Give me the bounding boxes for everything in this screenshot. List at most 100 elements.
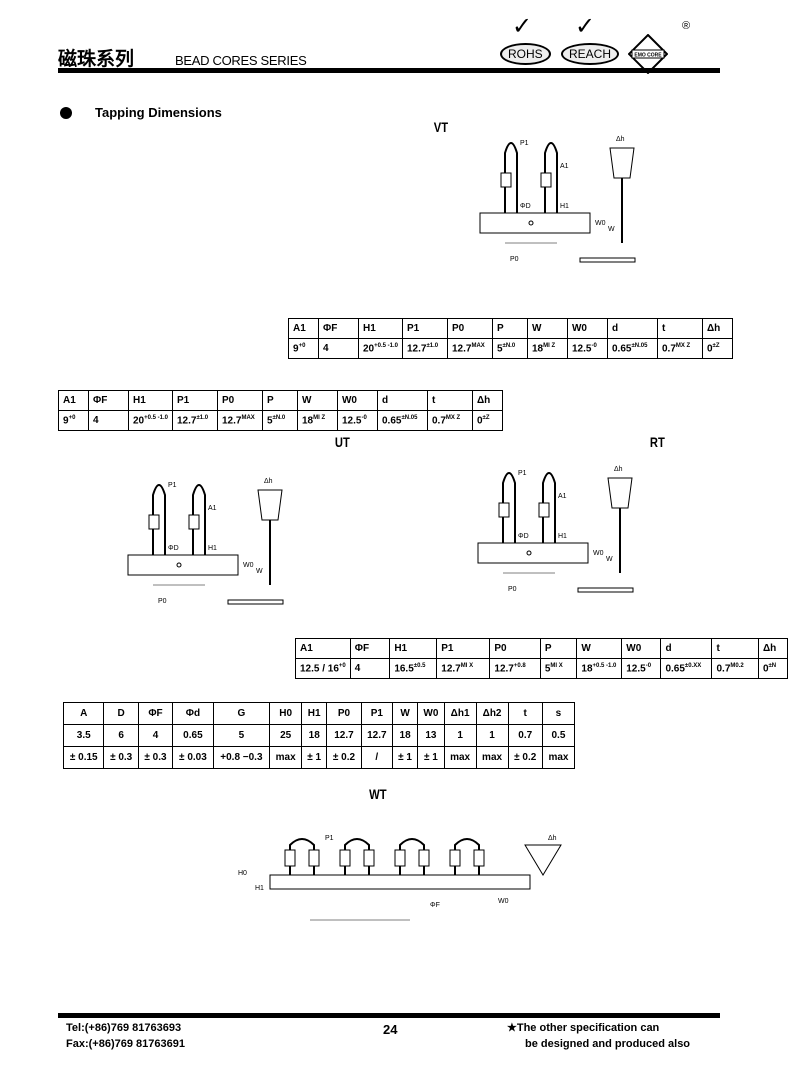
cell-value: 5 [496, 343, 503, 355]
bead-core [498, 502, 510, 518]
dim-label-w0: W0 [243, 562, 254, 569]
table-cell: 4 [318, 338, 359, 359]
cell-tolerance: +0.5 -1.0 [374, 342, 398, 349]
component-lead [544, 142, 558, 213]
table-header-cell: d [660, 638, 713, 659]
table-cell: 9+0 [288, 338, 319, 359]
table-header-cell: ΦF [318, 318, 359, 339]
component-lead [454, 838, 480, 875]
side-view [609, 147, 635, 179]
cell-tolerance: ±N.0 [272, 414, 286, 421]
cell-tolerance: MX Z [675, 342, 691, 349]
cell-value: 5 [544, 663, 551, 675]
component-lead [152, 484, 166, 555]
bead-core [449, 849, 461, 867]
table-header-cell: P0 [446, 318, 493, 339]
table-cell: 18MI Z [296, 410, 338, 431]
page-number: 24 [383, 1022, 398, 1037]
cell-value: 12.7 [441, 663, 461, 675]
side-view [607, 477, 633, 509]
table-header-cell: G [212, 702, 271, 725]
sprocket-hole [526, 550, 532, 556]
dim-label-phid: ΦD [168, 545, 179, 552]
dim-label-dh: Δh [264, 478, 273, 485]
table-tolerance-cell: / [360, 746, 394, 769]
cell-tolerance: MAX [471, 342, 485, 349]
component-lead [344, 838, 370, 875]
table-header-cell: P0 [216, 390, 263, 411]
cell-tolerance: ±N.05 [631, 342, 648, 349]
dim-label-w: W [256, 568, 263, 575]
tape-strip [477, 542, 589, 564]
table-header-cell: t [426, 390, 473, 411]
label-vt: VT [433, 119, 449, 135]
cell-value: 4 [93, 415, 99, 426]
footer-divider [58, 1013, 720, 1018]
bead-core [308, 849, 320, 867]
cell-tolerance: MAX [241, 414, 255, 421]
table-value-cell: 12.7 [360, 724, 394, 747]
cell-tolerance: M0.2 [730, 662, 744, 669]
table-value-cell: 5 [212, 724, 271, 747]
cell-value: 4 [323, 343, 329, 354]
cell-tolerance: +0 [298, 342, 306, 349]
table-header-cell: P [539, 638, 578, 659]
table-header-cell: Δh [471, 390, 503, 411]
table-value-cell: 12.7 [326, 724, 362, 747]
bead-core [148, 514, 160, 530]
check-icon: ✓ [575, 13, 596, 40]
cell-tolerance: MI Z [313, 414, 326, 421]
table-value-cell: 0.65 [172, 724, 214, 747]
table-header-cell: H1 [358, 318, 403, 339]
table-cell: 9+0 [58, 410, 89, 431]
cell-tolerance: +0.5 -1.0 [592, 662, 617, 669]
cell-tolerance: ±Z [712, 342, 720, 349]
cell-value: 9 [63, 415, 69, 427]
label-wt: WT [369, 786, 387, 802]
dim-label-p0: P0 [508, 586, 517, 593]
dim-label-a1: A1 [558, 493, 567, 500]
table-header-cell: t [507, 702, 543, 725]
table-cell: 12.5-0 [621, 658, 662, 679]
table-header-cell: P0 [326, 702, 362, 725]
table-tolerance-cell: ± 0.2 [326, 746, 362, 769]
table-cell: 5±N.0 [491, 338, 528, 359]
cell-tolerance: ±N.05 [401, 414, 418, 421]
company-logo: EMO CORE [627, 33, 669, 75]
dim-label-phid: ΦD [518, 533, 529, 540]
table-cell: 12.5-0 [566, 338, 608, 359]
cell-value: 18 [531, 343, 544, 355]
bead-core [339, 849, 351, 867]
cell-value: 12.7 [221, 415, 242, 427]
cell-value: 0.7 [661, 343, 676, 355]
cell-value: 5 [266, 415, 273, 427]
table-cell: 0.7MX Z [656, 338, 703, 359]
table-header-cell: Φd [172, 702, 214, 725]
bead-core [284, 849, 296, 867]
table-header-cell: P [261, 390, 298, 411]
table-header-cell: ΦF [137, 702, 174, 725]
side-view [524, 844, 562, 876]
cell-tolerance: ±0.5 [413, 662, 426, 669]
component-lead [542, 472, 556, 543]
dim-label-p1: P1 [520, 140, 529, 147]
table-header-cell: W [576, 638, 623, 659]
component-lead [399, 838, 425, 875]
cell-tolerance: MI X [550, 662, 563, 669]
table-cell: 4 [88, 410, 129, 431]
table-cell: 0±Z [471, 410, 503, 431]
table-header-cell: D [103, 702, 139, 725]
cell-value: 20 [363, 343, 375, 355]
cell-tolerance: ±1.0 [196, 414, 209, 421]
table-tolerance-cell: max [443, 746, 477, 769]
table-value-cell: 4 [137, 724, 174, 747]
sprocket-hole [176, 562, 182, 568]
table-tolerance-cell: max [269, 746, 303, 769]
table-header-cell: Δh [701, 318, 733, 339]
bead-core [394, 849, 406, 867]
cell-tolerance: MI X [460, 662, 474, 669]
table-cell: 12.7MI X [436, 658, 491, 679]
table-value-cell: 1 [443, 724, 477, 747]
table-header-cell: Δh2 [475, 702, 509, 725]
